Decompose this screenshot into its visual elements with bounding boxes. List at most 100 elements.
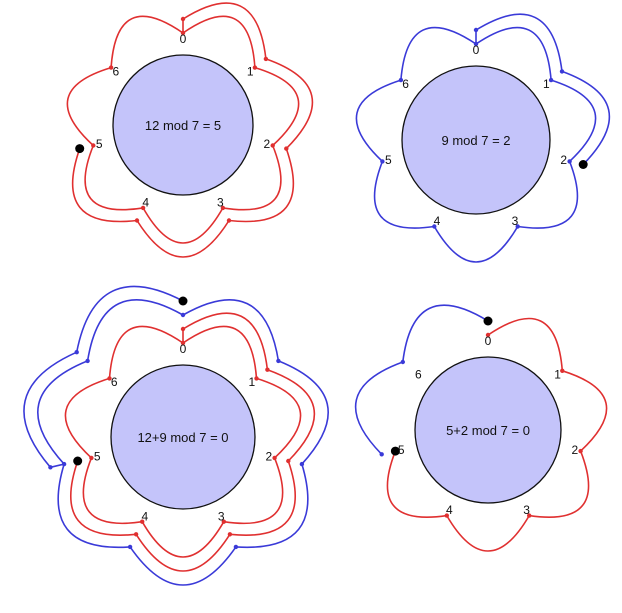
step-dot <box>380 159 385 164</box>
position-label-4: 4 <box>141 509 148 523</box>
position-label-1: 1 <box>554 368 561 382</box>
position-label-3: 3 <box>523 503 530 517</box>
step-dot <box>559 69 565 74</box>
end-marker-dot <box>390 446 400 456</box>
step-dot <box>254 376 259 381</box>
step-dot <box>91 143 96 148</box>
step-dot <box>134 218 140 223</box>
position-label-4: 4 <box>142 196 149 210</box>
loop-blue-0 <box>355 13 611 263</box>
step-dot <box>276 358 281 364</box>
equation-label: 12 mod 7 = 5 <box>145 118 221 133</box>
step-dot <box>48 465 53 470</box>
step-dot <box>400 359 405 365</box>
position-label-4: 4 <box>434 214 441 228</box>
step-dot <box>133 532 139 537</box>
step-dot <box>270 143 275 148</box>
position-label-5: 5 <box>398 443 405 457</box>
step-dot <box>265 367 270 372</box>
position-label-1: 1 <box>248 375 255 389</box>
step-dot <box>398 77 404 83</box>
step-dot <box>379 452 384 457</box>
panel-top-right: 9 mod 7 = 2 0 1 2 3 4 5 6 <box>355 13 611 263</box>
position-label-0: 0 <box>180 32 187 46</box>
clock-disc <box>112 54 254 196</box>
step-dot <box>85 358 90 364</box>
step-dot <box>180 312 186 318</box>
loop-red-0 <box>386 317 608 552</box>
step-dot <box>127 544 133 550</box>
position-label-4: 4 <box>446 503 453 517</box>
step-dot <box>226 218 232 223</box>
step-dot <box>548 77 554 83</box>
equation-label: 12+9 mod 7 = 0 <box>137 430 228 445</box>
step-dot <box>180 340 186 346</box>
end-marker-dot <box>73 456 83 466</box>
position-label-0: 0 <box>485 334 492 348</box>
position-label-1: 1 <box>247 64 254 78</box>
loop-red-0 <box>64 312 316 572</box>
step-dot <box>180 30 186 36</box>
loop-red-0 <box>66 2 314 258</box>
equation-label: 9 mod 7 = 2 <box>441 133 510 148</box>
position-label-0: 0 <box>180 342 187 356</box>
step-dot <box>432 224 437 229</box>
step-dot <box>89 455 94 461</box>
position-label-2: 2 <box>263 137 270 151</box>
position-label-2: 2 <box>560 153 567 167</box>
step-dot <box>473 27 479 33</box>
position-label-3: 3 <box>218 509 225 523</box>
position-label-2: 2 <box>571 443 578 457</box>
step-dot <box>515 224 520 229</box>
step-dot <box>140 519 145 524</box>
position-label-3: 3 <box>217 196 224 210</box>
step-dot <box>61 461 67 467</box>
step-dot <box>233 544 239 550</box>
position-label-5: 5 <box>385 153 392 167</box>
step-dot <box>578 448 583 454</box>
clock-disc <box>401 65 551 215</box>
step-dot <box>444 513 449 518</box>
step-dot <box>286 458 291 464</box>
position-label-6: 6 <box>112 64 119 78</box>
step-dot <box>272 455 277 461</box>
step-dot <box>227 532 233 537</box>
step-dot <box>263 56 269 62</box>
end-marker-dot <box>483 316 493 326</box>
end-marker-dot <box>578 160 588 169</box>
panel-top-left: 12 mod 7 = 5 0 1 2 3 4 5 6 <box>66 2 314 258</box>
step-dot <box>140 205 146 211</box>
position-label-6: 6 <box>402 77 409 91</box>
step-dot <box>221 519 226 524</box>
loop-blue-1 <box>354 304 493 457</box>
position-label-3: 3 <box>512 214 519 228</box>
position-label-6: 6 <box>415 368 422 382</box>
position-label-0: 0 <box>473 43 480 57</box>
step-dot <box>567 159 572 164</box>
position-label-1: 1 <box>543 77 550 91</box>
step-dot <box>180 16 186 22</box>
clock-disc <box>414 356 562 504</box>
loop-path <box>386 317 608 552</box>
position-label-5: 5 <box>96 137 103 151</box>
panel-bottom-right: 5+2 mod 7 = 0 0 1 2 3 4 5 6 <box>354 304 608 552</box>
step-dot <box>473 41 479 47</box>
step-dot <box>284 146 289 151</box>
position-label-5: 5 <box>94 450 101 464</box>
end-marker-dot <box>178 296 188 306</box>
end-marker-dot <box>75 144 85 154</box>
equation-label: 5+2 mod 7 = 0 <box>446 423 530 438</box>
step-dot <box>485 332 491 338</box>
step-dot <box>180 326 186 332</box>
step-dot <box>108 65 114 70</box>
step-dot <box>220 205 226 211</box>
clock-disc <box>110 364 256 510</box>
step-dot <box>527 513 532 518</box>
loop-blue-1 <box>23 285 329 586</box>
position-label-6: 6 <box>111 375 118 389</box>
step-dot <box>299 461 305 467</box>
loop-path <box>23 285 329 586</box>
step-dot <box>560 368 565 373</box>
